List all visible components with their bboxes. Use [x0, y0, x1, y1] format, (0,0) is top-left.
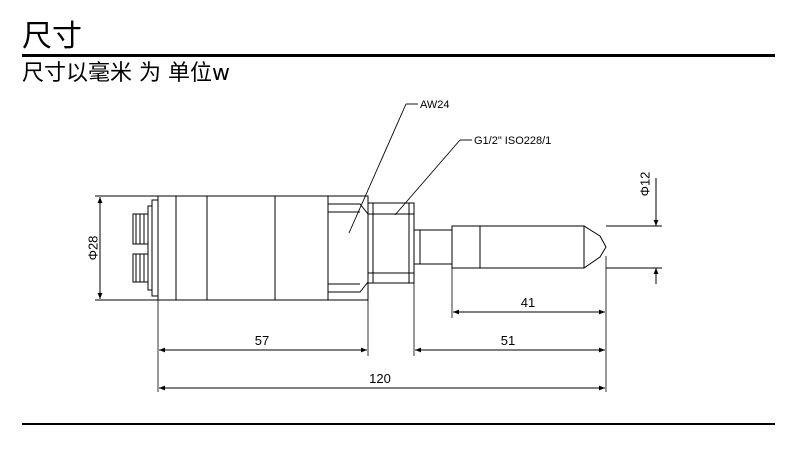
extension-lines	[157, 256, 607, 392]
bottom-divider	[22, 423, 775, 425]
page-title: 尺寸	[22, 19, 82, 54]
dim-label-body-length: 57	[255, 333, 269, 348]
callout-thread-spec: G1/2" ISO228/1	[474, 135, 551, 147]
dim-label-body-diameter: Φ28	[86, 236, 101, 261]
dim-label-thread-to-tip: 51	[501, 333, 515, 348]
units-note: 尺寸以毫米 为 单位w	[22, 61, 230, 86]
dim-label-probe-length: 41	[521, 295, 535, 310]
probe	[451, 225, 607, 269]
dim-probe-diameter	[606, 178, 662, 284]
callout-wrench-size: AW24	[420, 99, 450, 111]
leader-thread	[394, 139, 472, 216]
sensor-body	[132, 195, 607, 301]
dim-label-total-length: 120	[369, 371, 391, 386]
dim-body-diameter	[95, 195, 158, 301]
hex-nut	[327, 203, 369, 293]
dim-label-probe-diameter: Φ12	[638, 172, 653, 197]
title-divider	[22, 54, 775, 57]
leader-wrench	[348, 103, 418, 234]
